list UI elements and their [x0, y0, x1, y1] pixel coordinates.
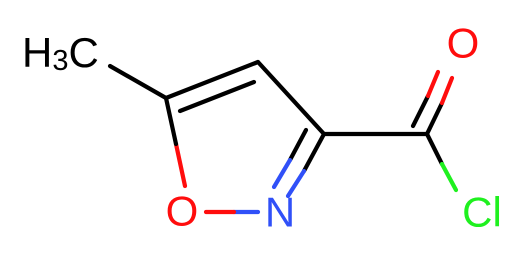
bond-c5-c4-inner	[177, 79, 257, 114]
bond-c-o-2	[410, 93, 431, 129]
methyl-subscript: 3	[52, 45, 68, 77]
bond-c3-n	[301, 131, 327, 174]
bond-c-o-2-red	[425, 69, 441, 99]
bond-c4-c3	[255, 59, 327, 137]
atom-label-methyl: H3C	[22, 29, 99, 78]
bond-c3-n-inner-blue	[271, 157, 293, 190]
bond-c-cl-green	[439, 161, 459, 193]
bond-c-o-1-red	[439, 75, 455, 106]
bond-c3-n-blue	[285, 168, 307, 199]
bond-c5-c4	[163, 59, 261, 101]
methyl-c: C	[68, 29, 98, 76]
atom-label-chlorine: Cl	[462, 189, 502, 236]
bond-o-c5-red	[173, 141, 188, 189]
atom-labels: H3C O N O Cl	[22, 20, 502, 236]
methyl-h: H	[22, 29, 52, 76]
bond-c-o-1	[424, 100, 445, 137]
bond-o-c5	[163, 95, 179, 147]
bond-c-cl	[424, 131, 445, 167]
bond-c3-n-inner	[287, 127, 309, 163]
bond-methyl-c5	[107, 63, 169, 101]
atom-label-ring-oxygen: O	[166, 188, 199, 235]
atom-label-carbonyl-oxygen: O	[447, 20, 480, 67]
atom-label-ring-nitrogen: N	[265, 189, 295, 236]
bonds	[107, 59, 459, 215]
